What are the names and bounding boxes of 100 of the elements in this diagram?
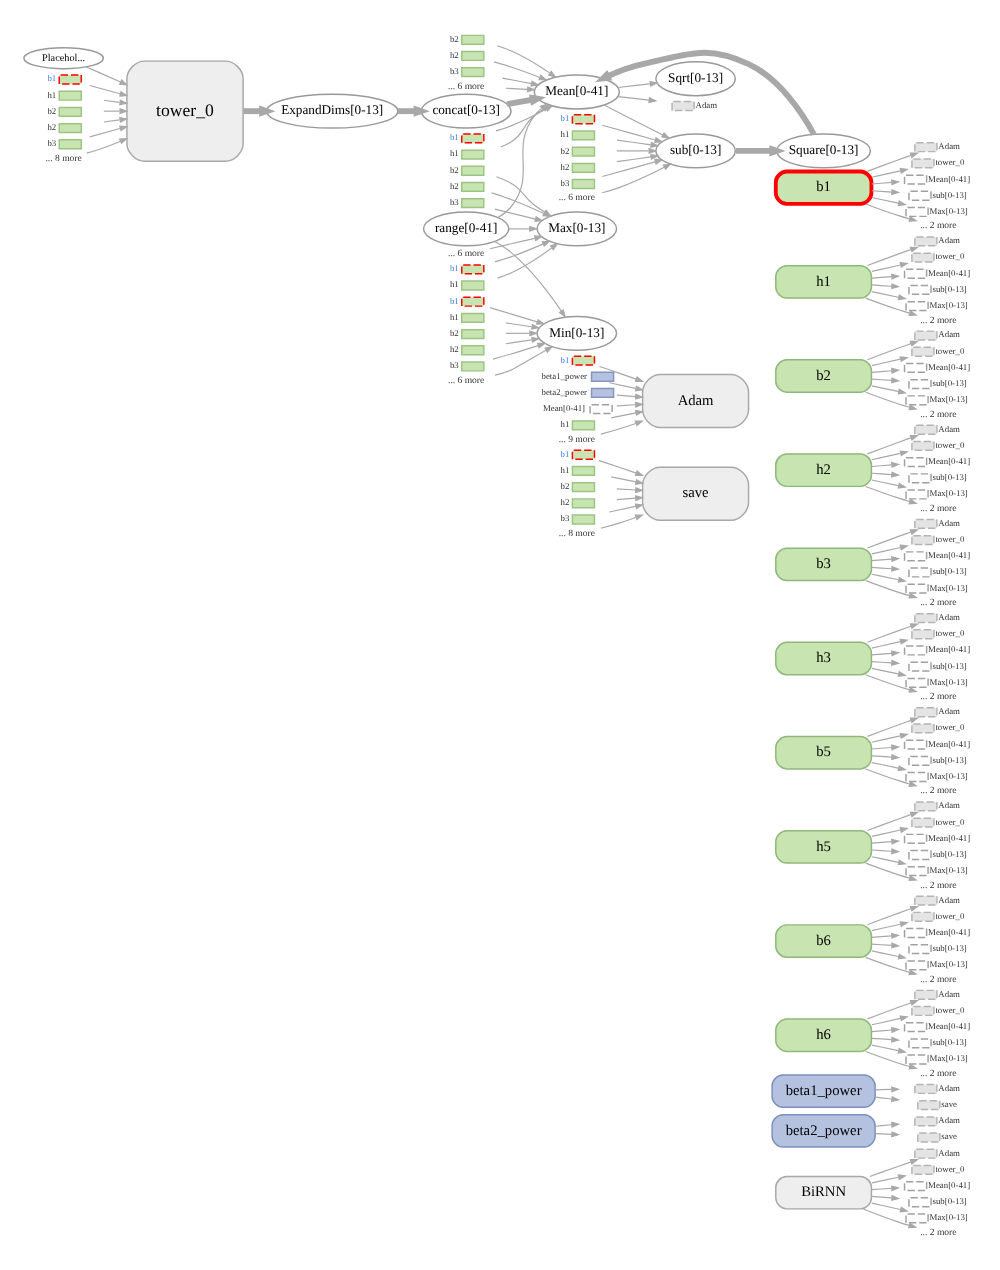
arrow (102, 99, 128, 106)
arrow (504, 86, 536, 93)
arrow (865, 529, 919, 549)
arrow (870, 1036, 900, 1043)
arrow (870, 1185, 900, 1192)
arrow (88, 125, 128, 138)
arrow (870, 650, 900, 657)
arrow (615, 486, 644, 494)
arrow (870, 291, 906, 301)
arrow (734, 145, 785, 157)
node-box: h3 (774, 641, 872, 676)
arrow (865, 246, 919, 267)
arrow (865, 152, 919, 172)
arrow (597, 460, 644, 476)
arrow (493, 240, 566, 319)
arrow (616, 96, 657, 104)
arrow (870, 638, 908, 649)
node-box: beta2_power (770, 1113, 875, 1148)
arrow (870, 932, 900, 939)
arrow (88, 84, 128, 97)
node-box: b2 (774, 359, 872, 393)
arrow (870, 377, 900, 384)
arrow (870, 1194, 900, 1202)
arrow (500, 77, 539, 87)
arrow (874, 1131, 900, 1138)
arrow (495, 242, 558, 279)
arrow (600, 158, 663, 178)
arrow (102, 116, 128, 124)
arrow (874, 1095, 900, 1103)
arrow (870, 196, 906, 207)
arrow (607, 503, 644, 513)
node-box: BiRNN (774, 1175, 872, 1210)
arrow (599, 514, 643, 529)
arrow (493, 240, 550, 263)
arrow (865, 340, 919, 361)
arrow (870, 283, 900, 290)
node-box: Adam (640, 373, 749, 429)
arrow (870, 461, 900, 469)
arrow (864, 203, 917, 222)
arrow (870, 188, 900, 196)
arrow (870, 856, 906, 866)
arrow (504, 330, 538, 337)
arrow (607, 382, 644, 392)
arrow (865, 1000, 919, 1020)
node-box: save (640, 466, 749, 521)
arrow (870, 848, 900, 855)
arrow (864, 391, 917, 411)
arrow (870, 385, 906, 395)
arrow (609, 409, 644, 419)
arrow (864, 297, 917, 317)
arrow (615, 147, 657, 155)
arrow (870, 827, 908, 837)
arrow (864, 862, 917, 882)
arrow (870, 573, 906, 583)
node-box: h6 (774, 1018, 872, 1053)
arrow (870, 261, 908, 272)
arrow (870, 761, 906, 772)
arrow (85, 137, 128, 154)
arrow (615, 495, 644, 502)
arrow (870, 471, 900, 478)
arrow (870, 450, 908, 461)
arrow (865, 811, 919, 832)
arrow (505, 94, 546, 108)
arrow (870, 732, 908, 743)
arrow (870, 479, 906, 489)
arrow (597, 365, 644, 383)
arrow (870, 1044, 906, 1054)
arrow (865, 717, 919, 737)
arrow (615, 401, 644, 408)
arrow (600, 124, 663, 143)
node-box: h1 (774, 264, 872, 299)
arrow (864, 580, 917, 599)
node-box: b1 (772, 169, 873, 206)
arrow (864, 1050, 917, 1070)
arrow (870, 744, 900, 751)
arrow (616, 80, 658, 89)
arrow (864, 768, 917, 787)
arrow (870, 167, 908, 178)
arrow (602, 104, 670, 139)
arrow (493, 345, 553, 376)
arrow (870, 273, 900, 280)
arrow (615, 393, 644, 400)
node-box: b5 (774, 735, 872, 770)
arrow (870, 838, 900, 845)
arrow (870, 921, 908, 932)
arrow (615, 153, 659, 163)
arrow (491, 342, 546, 360)
arrow (504, 336, 540, 345)
node-box: b6 (774, 924, 872, 958)
arrow (609, 476, 644, 485)
arrow (504, 322, 540, 330)
arrow (870, 1026, 900, 1034)
arrow (870, 556, 900, 563)
arrow (599, 420, 643, 435)
arrow (495, 45, 556, 78)
arrow (870, 950, 906, 960)
node-box: beta1_power (770, 1074, 875, 1109)
arrow (870, 1015, 908, 1026)
arrow (870, 367, 900, 374)
arrow (864, 485, 917, 505)
